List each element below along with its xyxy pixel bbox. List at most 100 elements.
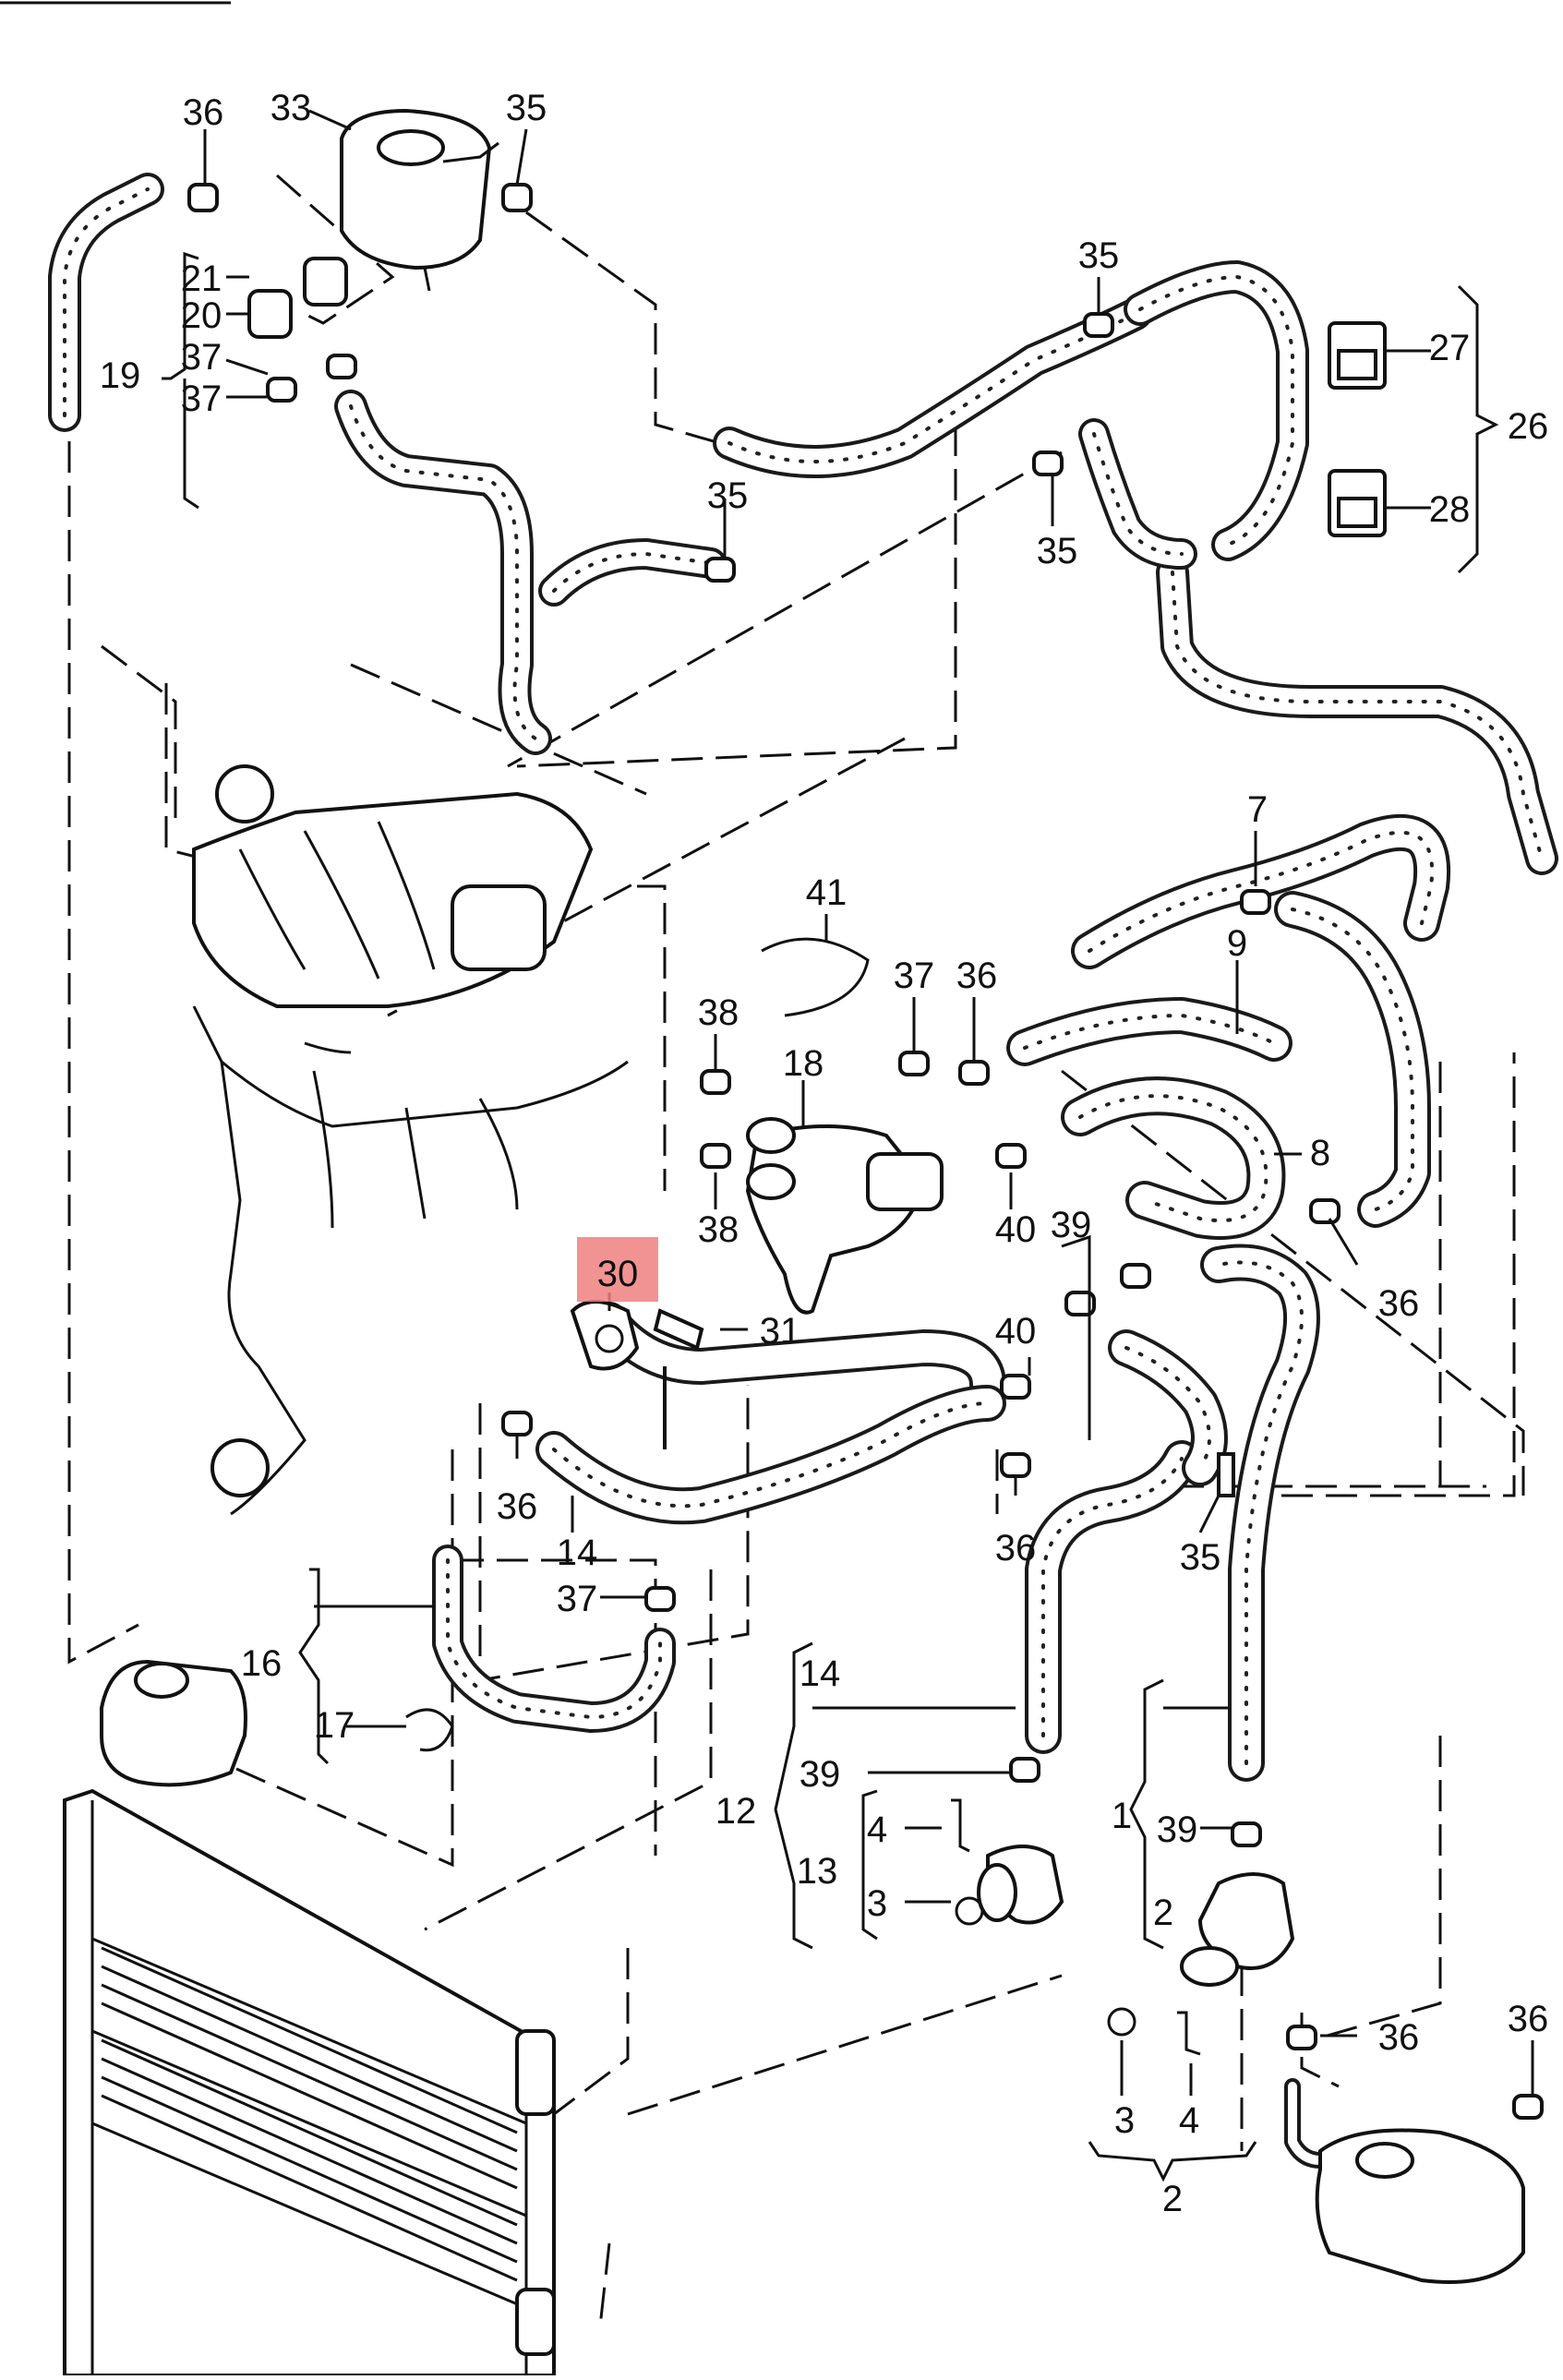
hose-top-left <box>48 173 164 432</box>
callout-label: 37 <box>894 956 935 996</box>
engine-block-outline <box>192 1005 629 1516</box>
clip-39-c <box>1231 1821 1262 1847</box>
callout-label: 30 <box>597 1254 639 1294</box>
clip-36-low <box>1000 1452 1031 1478</box>
callout-label: 7 <box>1247 789 1268 830</box>
intake-manifold <box>192 764 594 1008</box>
callout-label: 1 <box>1112 1796 1132 1836</box>
clip-37-a <box>266 377 297 403</box>
clip-40-b <box>1064 1291 1096 1316</box>
callout-label: 16 <box>241 1643 283 1684</box>
caps-20-21 <box>247 257 348 339</box>
callout-label: 28 <box>1429 489 1471 530</box>
callout-label: 26 <box>1508 406 1549 447</box>
clip-36-left <box>501 1411 533 1436</box>
callout-label: 9 <box>1227 923 1247 964</box>
hose-35-right <box>1078 418 1197 570</box>
callout-label: 36 <box>1378 2017 1420 2058</box>
clip-36-top <box>187 183 219 212</box>
tank-16-reservoir <box>100 1659 247 1787</box>
clip-4b <box>1177 2011 1201 2056</box>
expansion-tank-33 <box>340 108 499 292</box>
callout-label: 41 <box>806 872 848 913</box>
clip-40-c <box>1000 1374 1031 1400</box>
callout-label: 14 <box>557 1533 598 1573</box>
callout-label: 35 <box>707 475 749 516</box>
clip-36-far <box>1512 2094 1544 2120</box>
callout-label: 39 <box>1157 1809 1198 1850</box>
clip-37-b <box>326 354 357 379</box>
hose-14-lower <box>1025 1440 1200 1754</box>
highlight-part-30 <box>577 1237 658 1302</box>
hose-tank-down <box>334 390 552 755</box>
callout-label: 33 <box>271 88 312 128</box>
callout-label: 21 <box>181 258 222 299</box>
hose-7-right <box>1274 891 1431 1228</box>
callout-label: 4 <box>1179 2100 1199 2141</box>
callout-label: 8 <box>1310 1133 1330 1173</box>
clip-35-top <box>501 183 533 212</box>
callout-label: 38 <box>698 992 739 1033</box>
hose-clips <box>187 183 1544 2120</box>
callout-label: 37 <box>181 337 222 378</box>
clip-38-a <box>700 1069 731 1095</box>
callout-label: 17 <box>314 1705 355 1746</box>
seal-ring-3b <box>1107 2007 1136 2037</box>
callout-label: 14 <box>800 1653 841 1694</box>
callout-label: 36 <box>956 956 998 996</box>
callout-label: 20 <box>181 295 222 336</box>
callout-label: 36 <box>497 1486 538 1527</box>
flange-30 <box>570 1300 667 1449</box>
clip-39-a <box>1120 1263 1151 1289</box>
callout-label: 37 <box>557 1579 598 1619</box>
callout-label: 39 <box>800 1754 841 1795</box>
hose-right-long <box>1156 556 1558 875</box>
callout-label: 35 <box>1037 531 1078 571</box>
callout-label: 2 <box>1153 1893 1173 1933</box>
hose-7 <box>1071 813 1451 969</box>
callout-label: 39 <box>1051 1205 1092 1245</box>
clip-35-low <box>1217 1452 1235 1497</box>
clip-36-mid <box>958 1060 990 1086</box>
callout-label: 3 <box>1114 2100 1135 2141</box>
hose-1 <box>1200 1244 1320 1782</box>
callout-label: 27 <box>1429 328 1471 368</box>
hose-9 <box>1006 997 1292 1066</box>
hose-35-center <box>538 538 727 607</box>
callout-label: 36 <box>1508 1999 1549 2039</box>
sensor-28 <box>1328 469 1387 537</box>
clip-35-center <box>704 557 736 583</box>
clip-7 <box>1240 889 1271 915</box>
radiator <box>63 1788 556 2377</box>
callout-label: 36 <box>995 1528 1037 1569</box>
clip-35-right <box>1083 312 1114 338</box>
hose-16 <box>432 1545 676 1733</box>
sensor-27 <box>1328 321 1387 390</box>
clip-4a <box>951 1798 970 1853</box>
callout-label: 37 <box>181 379 222 419</box>
flange-2 <box>1180 1872 1295 1987</box>
flange-12 <box>977 1845 1064 1925</box>
leader-lines <box>162 109 1534 2182</box>
oil-cooler-bottom-right <box>1315 2128 1525 2284</box>
hose-8 <box>1061 1076 1286 1240</box>
hose-14 <box>535 1385 1006 1525</box>
callout-label: 40 <box>995 1209 1037 1250</box>
callout-label: 18 <box>783 1043 824 1084</box>
hose-40-side <box>1108 1329 1228 1486</box>
clip-38-b <box>700 1143 731 1169</box>
clip-39-b <box>1009 1757 1040 1783</box>
callout-label: 38 <box>698 1209 739 1250</box>
hose-right-upper <box>1124 260 1309 561</box>
seal-ring-3a <box>955 1896 984 1926</box>
callout-label: 35 <box>1078 235 1120 276</box>
callout-label: 35 <box>506 88 547 128</box>
bolt-31 <box>653 1308 704 1351</box>
thermostat-housing-18 <box>745 1117 944 1315</box>
clip-40-a <box>995 1143 1027 1169</box>
callout-label: 31 <box>760 1311 801 1352</box>
callout-labels: 36 33 35 21 20 19 37 37 35 27 26 28 35 3… <box>100 88 1549 2219</box>
clip-37-mid <box>898 1051 930 1076</box>
